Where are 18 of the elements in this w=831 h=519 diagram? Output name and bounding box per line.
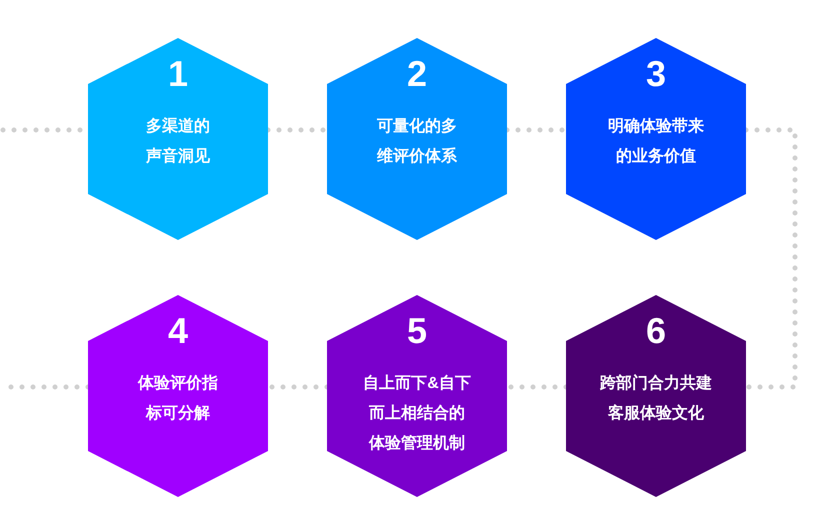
step-number: 5: [406, 311, 428, 351]
step-label: 跨部门合力共建客服体验文化: [599, 373, 713, 424]
step-label: 可量化的多维评价体系: [376, 116, 458, 167]
hexagon-node: [88, 38, 268, 240]
step-number: 4: [168, 311, 188, 351]
step-label: 多渠道的声音洞见: [145, 116, 211, 167]
hexagon-node: [88, 295, 268, 497]
hexagon-node: [566, 38, 746, 240]
step-label: 体验评价指标可分解: [136, 374, 219, 424]
step-label: 明确体验带来的业务价值: [607, 116, 705, 167]
hexagon-node: [327, 38, 507, 240]
hexagon-node: [327, 295, 507, 497]
step-number: 1: [168, 54, 188, 94]
step-number: 2: [406, 54, 428, 94]
step-number: 3: [646, 54, 666, 94]
step-label: 自上而下&自下而上相结合的体验管理机制: [362, 374, 472, 454]
step-number: 6: [646, 311, 666, 351]
hexagon-node: [566, 295, 746, 497]
